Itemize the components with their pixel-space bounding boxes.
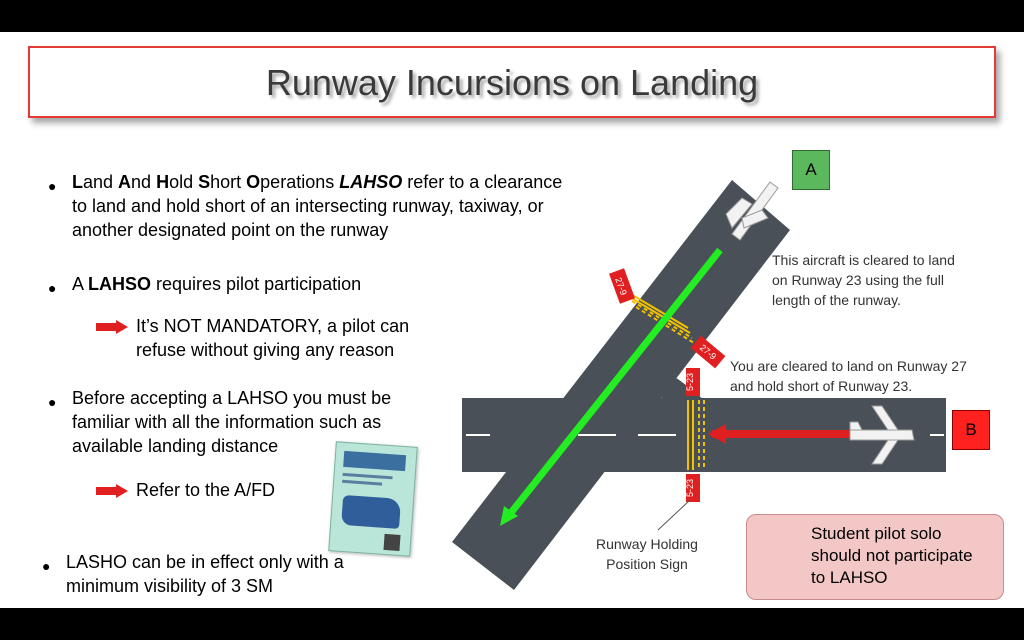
before-accepting-line3: available landing distance: [72, 436, 279, 456]
green-landing-path: [507, 247, 723, 517]
holding-sign-leader: [657, 499, 691, 531]
title-box: Runway Incursions on Landing: [28, 46, 996, 118]
page-title: Runway Incursions on Landing: [265, 62, 759, 103]
runway-sign-27-9: 27-9: [609, 268, 635, 304]
not-mandatory-line2: refuse without giving any reason: [136, 340, 395, 360]
visibility-line2: minimum visibility of 3 SM: [66, 576, 274, 596]
requires-participation: A LAHSO requires pilot participation: [72, 274, 362, 294]
lahso-definition-line1: Land And Hold Short Operations LAHSO ref…: [72, 172, 563, 192]
airplane-icon: [849, 405, 915, 465]
note-aircraft-b: You are cleared to land on Runway 27 and…: [730, 358, 967, 394]
before-accepting-line2: familiar with all the information such a…: [72, 412, 382, 432]
not-mandatory-line1: It’s NOT MANDATORY, a pilot can: [136, 316, 410, 336]
runway-23: [452, 180, 790, 590]
label-b: B: [952, 410, 990, 450]
right-arrow-icon: [96, 484, 128, 498]
bullet-dot-icon: ●: [48, 178, 57, 194]
lahso-definition-line3: another designated point on the runway: [72, 220, 389, 240]
before-accepting-line1: Before accepting a LAHSO you must be: [72, 388, 392, 408]
lahso-definition-line2: to land and hold short of an intersectin…: [72, 196, 544, 216]
bullet-dot-icon: ●: [48, 280, 57, 296]
label-a: A: [792, 150, 830, 190]
holding-sign-caption: Runway Holding Position Sign: [596, 536, 698, 572]
runway-sign-5-23: 5-23: [685, 474, 700, 502]
right-arrow-icon: [96, 320, 128, 334]
runway-sign-27-9: 27-9: [690, 335, 726, 369]
airplane-icon: [725, 181, 779, 241]
refer-afd: Refer to the A/FD: [136, 480, 276, 500]
runway-sign-5-23: 5-23: [685, 368, 700, 396]
green-arrowhead: [500, 506, 518, 526]
warning-text: Student pilot solo should not participat…: [811, 524, 973, 587]
bullet-dot-icon: ●: [42, 558, 51, 574]
bullet-dot-icon: ●: [48, 394, 57, 410]
warning-box: Student pilot solo should not participat…: [746, 514, 1004, 600]
slide: Runway Incursions on Landing ● Land And …: [0, 32, 1024, 608]
runway-diagram: 27-9 27-9 5-23 5-23: [452, 180, 946, 590]
red-arrowhead: [708, 424, 726, 444]
note-aircraft-a: This aircraft is cleared to land on Runw…: [772, 252, 955, 308]
svg-text:5-23: 5-23: [685, 479, 695, 497]
svg-text:5-23: 5-23: [685, 373, 695, 391]
hold-short-markings-27: [687, 400, 705, 470]
red-landing-path: [712, 430, 850, 438]
visibility-line1: LASHO can be in effect only with a: [66, 552, 344, 572]
